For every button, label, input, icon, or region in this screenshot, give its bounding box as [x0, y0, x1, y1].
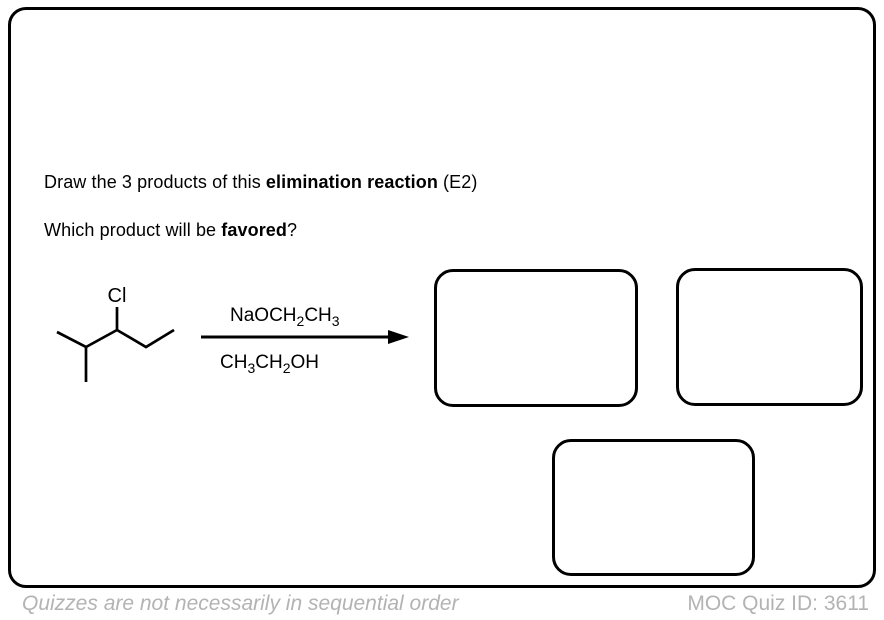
footer-note: Quizzes are not necessarily in sequentia…: [22, 592, 459, 615]
question-line-1: Draw the 3 products of this elimination …: [44, 172, 477, 193]
reagent-text-2: CH: [304, 305, 332, 326]
question-line-2-suffix: ?: [287, 220, 298, 240]
reagent-subscript-2: 3: [331, 312, 340, 329]
solvent-text-2: CH: [255, 352, 283, 373]
question-line-2: Which product will be favored?: [44, 220, 297, 241]
solvent-subscript-2: 2: [282, 359, 291, 376]
solvent-label: CH3CH2OH: [220, 352, 320, 376]
quiz-id-label: MOC Quiz ID: 3611: [687, 592, 869, 615]
substrate-structure: Cl: [56, 285, 175, 382]
reagent-label: NaOCH2CH3: [230, 305, 340, 329]
carbon-chain-bonds: [56, 328, 175, 349]
quiz-frame: Draw the 3 products of this elimination …: [8, 7, 876, 588]
question-line-1-bold: elimination reaction: [265, 172, 438, 192]
reagent-text-1: NaOCH: [230, 305, 297, 326]
solvent-text-1: CH: [220, 352, 248, 373]
question-line-1-text: Draw the 3 products of this: [44, 172, 266, 192]
reaction-arrow: [201, 330, 409, 344]
chlorine-label: Cl: [108, 285, 127, 307]
answer-box-1[interactable]: [434, 269, 638, 407]
answer-box-2[interactable]: [676, 268, 863, 406]
answer-box-3[interactable]: [552, 439, 755, 576]
question-line-2-bold: favored: [221, 220, 288, 240]
question-line-1-suffix: (E2): [437, 172, 478, 192]
solvent-text-3: OH: [290, 352, 320, 373]
reagent-subscript-1: 2: [296, 312, 305, 329]
solvent-subscript-1: 3: [247, 359, 256, 376]
question-line-2-text: Which product will be: [44, 220, 222, 240]
arrow-head: [388, 330, 409, 344]
